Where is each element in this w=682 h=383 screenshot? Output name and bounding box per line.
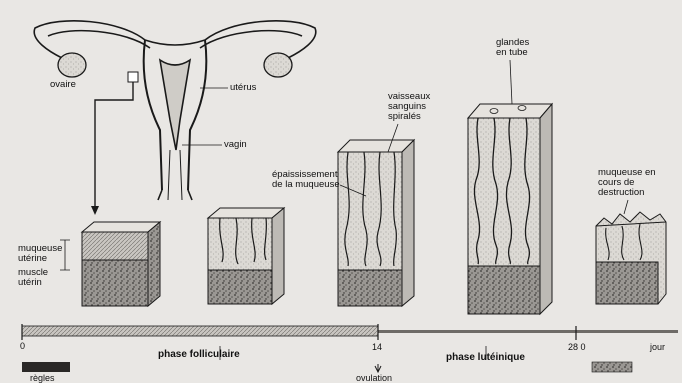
left-ovary [58,53,86,77]
right-ovary [264,53,292,77]
thickening-label: épaississement de la muqueuse [272,170,340,190]
mucosa-left-label: muqueuse utérine [18,244,62,264]
timeline-day-14: 14 [372,342,382,352]
tubular-glands-label: glandes en tube [496,38,529,58]
spiral-vessels-label: vaisseaux sanguins spiralés [388,92,430,122]
ovary-label: ovaire [50,80,76,90]
timeline-start: 0 [20,341,25,351]
vagina-label: vagin [224,140,247,150]
destruction-label: muqueuse en cours de destruction [598,168,656,198]
follicular-phase-label: phase folliculaire [158,349,240,360]
tissue-block-3 [338,140,414,306]
tissue-block-5 [596,212,666,304]
tissue-block-4 [468,104,552,314]
luteal-phase-label: phase lutéinique [446,352,525,363]
tissue-block-1 [60,222,160,306]
tissue-block-2 [208,208,284,304]
muscle-left-label: muscle utérin [18,268,48,288]
timeline-unit: jour [650,342,665,352]
timeline-day-28: 28 0 [568,342,586,352]
uterus-label: utérus [230,83,256,93]
